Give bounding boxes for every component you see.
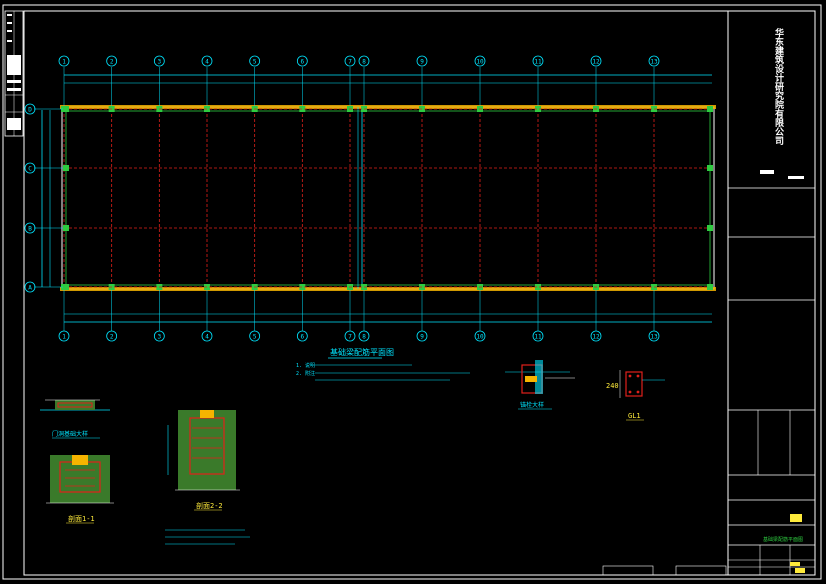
detail-4-title: 锚栓大样 <box>520 401 544 409</box>
notes-line-2: 2. 附注 <box>296 370 315 377</box>
outer-frame <box>2 4 822 580</box>
column-marker <box>535 284 541 290</box>
grid-bubble-label: 6 <box>301 59 305 66</box>
grid-bubble <box>249 55 261 67</box>
column-marker <box>707 106 713 112</box>
grid-lines <box>34 67 713 331</box>
column-marker <box>535 106 541 112</box>
grid-bubble <box>474 330 486 342</box>
grid-bubble-label: B <box>28 226 32 233</box>
grid-bubble <box>153 330 165 342</box>
column-marker <box>707 165 713 171</box>
grid-bubble <box>344 330 356 342</box>
column-marker <box>707 284 713 290</box>
grid-bubble-label: 11 <box>534 334 542 341</box>
column-marker <box>63 106 69 112</box>
notes-title: 基础梁配筋平面图 <box>330 347 394 357</box>
grid-bubble <box>648 55 660 67</box>
detail-5-dim: 240 <box>606 382 619 390</box>
grid-bubble-label: 11 <box>534 59 542 66</box>
grid-bubble-label: 13 <box>650 59 658 66</box>
detail-section-1: 剖面1-1 <box>46 455 114 524</box>
grid-bubble <box>201 55 213 67</box>
column-marker <box>299 106 306 112</box>
grid-bubble-label: 9 <box>420 334 424 341</box>
grid-bubble-label: 4 <box>205 59 209 66</box>
grid-bubble-label: 10 <box>476 334 484 341</box>
grid-bubble <box>153 55 165 67</box>
grid-bubble-label: 12 <box>592 59 600 66</box>
column-marker <box>63 284 69 290</box>
general-notes: 基础梁配筋平面图 1. 说明 2. 附注 <box>296 347 470 381</box>
detail-5-title: GL1 <box>628 412 641 420</box>
column-marker <box>63 225 69 231</box>
grid-bubble-label: 5 <box>253 59 257 66</box>
title-block: 华东建筑设计研究院有限公司 基础梁配筋平面图 <box>727 10 816 576</box>
grid-bubble-label: 5 <box>253 334 257 341</box>
grid-bubble <box>24 222 36 234</box>
detail-2-title: 剖面1-1 <box>68 514 95 523</box>
grid-bubble <box>648 330 660 342</box>
grid-bubble <box>249 330 261 342</box>
grid-bubble <box>358 330 370 342</box>
grid-bubble-label: D <box>28 107 32 114</box>
detail-section-2: 剖面2-2 <box>165 410 250 545</box>
grid-bubble <box>532 55 544 67</box>
grid-bubble <box>106 330 118 342</box>
grid-bubble-label: 1 <box>62 334 66 341</box>
grid-bubble-label: 4 <box>205 334 209 341</box>
company-name: 华东建筑设计研究院有限公司 <box>773 27 784 146</box>
grid-bubble-label: 2 <box>110 59 114 66</box>
bottom-stamps <box>602 565 727 576</box>
drawing-title: 基础梁配筋平面图 <box>763 536 803 543</box>
grid-bubble-label: 10 <box>476 59 484 66</box>
detail-3-title: 剖面2-2 <box>196 501 223 510</box>
column-marker <box>707 225 713 231</box>
grid-bubble-label: 2 <box>110 334 114 341</box>
grid-bubble-label: 7 <box>348 59 352 66</box>
grid-bubble <box>296 55 308 67</box>
grid-bubble-label: 13 <box>650 334 658 341</box>
grid-bubble-label: 6 <box>301 334 305 341</box>
detail-gl1: 240 GL1 <box>606 370 665 421</box>
grid-bubble <box>24 281 36 293</box>
notes-line-1: 1. 说明 <box>296 362 315 369</box>
foundation-plan <box>41 74 716 323</box>
inner-frame <box>23 10 816 576</box>
detail-door-opening: 门洞基础大样 <box>40 399 110 439</box>
grid-bubble-label: C <box>28 166 32 173</box>
grid-bubble-label: 1 <box>62 59 66 66</box>
grid-bubble-label: 8 <box>362 334 366 341</box>
detail-1-title: 门洞基础大样 <box>52 430 88 438</box>
grid-bubble <box>106 55 118 67</box>
detail-anchor-bolt: 锚栓大样 <box>505 360 575 410</box>
column-marker <box>63 165 69 171</box>
grid-bubble <box>24 162 36 174</box>
slab-outline <box>61 106 715 290</box>
grid-bubble <box>416 330 428 342</box>
grid-bubble <box>344 55 356 67</box>
grid-bubble <box>58 55 70 67</box>
grid-bubble <box>358 55 370 67</box>
grid-bubble-label: 3 <box>158 334 162 341</box>
grid-bubble <box>58 330 70 342</box>
grid-bubble <box>590 55 602 67</box>
grid-bubble-label: 8 <box>362 59 366 66</box>
grid-bubble <box>24 103 36 115</box>
grid-bubble <box>590 330 602 342</box>
grid-bubble-label: 12 <box>592 334 600 341</box>
grid-bubble <box>474 55 486 67</box>
grid-bubble-label: 7 <box>348 334 352 341</box>
grid-bubble <box>532 330 544 342</box>
grid-bubble-label: A <box>28 285 32 292</box>
grid-bubble <box>296 330 308 342</box>
column-marker <box>299 284 306 290</box>
grid-bubble <box>416 55 428 67</box>
grid-bubble-label: 9 <box>420 59 424 66</box>
revision-strip <box>4 10 24 137</box>
grid-bubble-label: 3 <box>158 59 162 66</box>
grid-bubble <box>201 330 213 342</box>
